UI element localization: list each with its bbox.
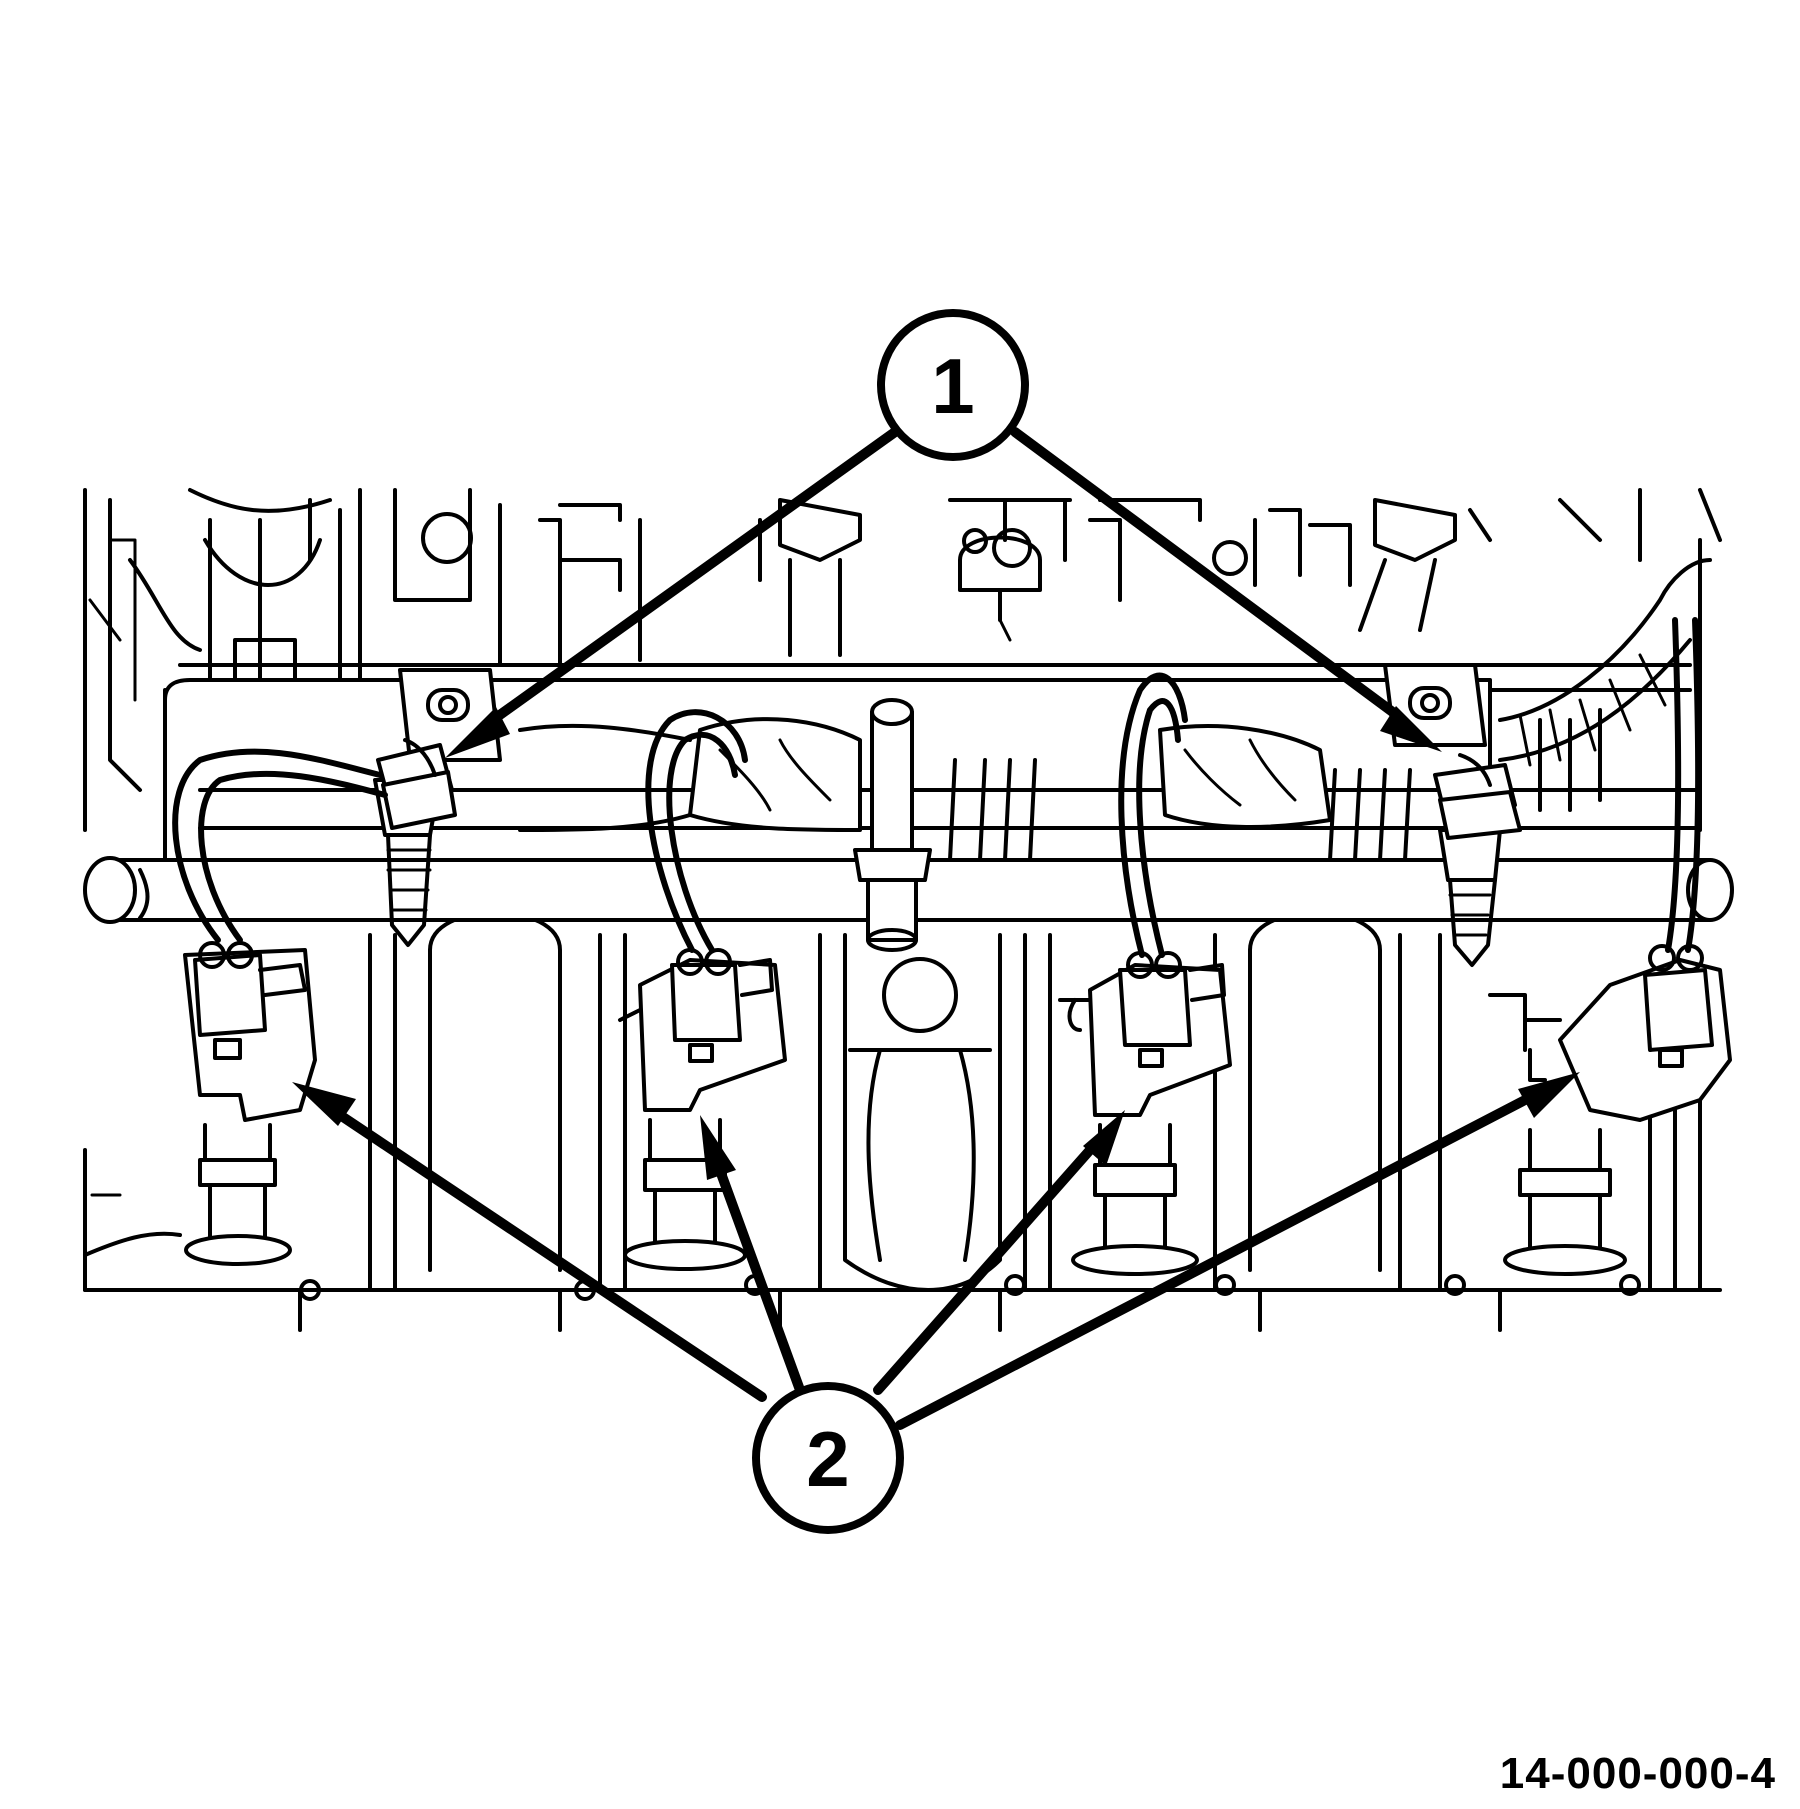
injector-wires xyxy=(172,617,1702,958)
callout-1: 1 xyxy=(877,309,1029,461)
callout-2: 2 xyxy=(752,1382,904,1534)
callout-2-leaders xyxy=(292,1072,1580,1430)
callout-2-label: 2 xyxy=(806,1415,849,1503)
callout-1-arrowhead-left xyxy=(445,707,510,758)
harness-clip-right xyxy=(1433,753,1522,840)
callout-2-arrowhead-1 xyxy=(292,1082,356,1126)
callout-2-arrowhead-2 xyxy=(700,1115,736,1180)
callout-1-circle xyxy=(877,309,1029,461)
callout-1-leaders xyxy=(445,427,1442,758)
injector-3 xyxy=(1058,951,1232,1276)
injector-2 xyxy=(618,948,787,1271)
harness-clip-left xyxy=(376,738,457,830)
callout-2-arrowhead-4 xyxy=(1518,1072,1580,1118)
callout-1-arrowhead-right xyxy=(1380,706,1442,752)
injector-4 xyxy=(1488,944,1732,1276)
wiring-harness xyxy=(518,717,1332,832)
callout-2-circle xyxy=(752,1382,904,1534)
figure-id: 14-000-000-4 xyxy=(1499,1749,1776,1798)
engine-background xyxy=(83,488,1722,1332)
injector-1 xyxy=(183,941,317,1266)
callout-1-label: 1 xyxy=(931,342,974,430)
callout-2-arrowhead-3 xyxy=(1083,1110,1125,1166)
